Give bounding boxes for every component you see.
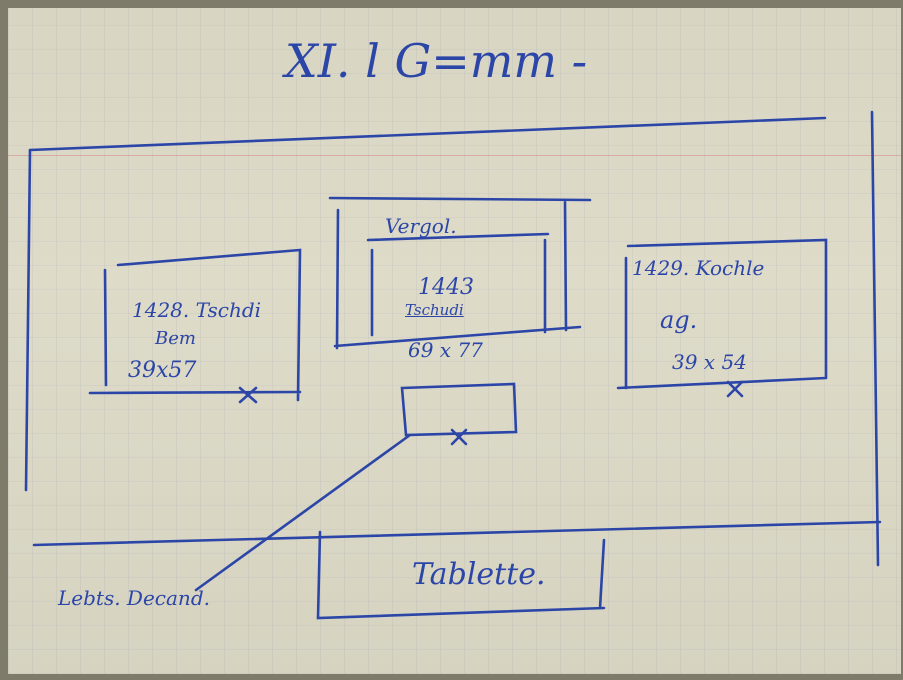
right-frame-label-2: ag. — [660, 308, 697, 332]
left-frame-size: 39x57 — [128, 360, 196, 382]
left-frame-label-2: Bem — [155, 330, 196, 348]
room-floor-line — [34, 522, 880, 545]
pointer-line — [196, 435, 410, 590]
center-frame-header: Vergol. — [385, 216, 457, 236]
left-frame-cross — [240, 388, 256, 402]
room-left-line — [26, 150, 30, 490]
center-frame-outer — [330, 198, 590, 348]
tablette-label: Tablette. — [412, 560, 546, 590]
room-top-line — [30, 118, 825, 150]
page-title: XI. l G=mm - — [285, 38, 587, 84]
center-frame-size: 69 x 77 — [408, 340, 483, 360]
right-frame-size: 39 x 54 — [672, 352, 747, 372]
center-frame-label-1: 1443 — [418, 277, 474, 299]
small-box — [402, 384, 516, 435]
small-box-cross — [452, 430, 466, 444]
right-frame-label-1: 1429. Kochle — [632, 258, 764, 278]
right-frame-cross — [728, 382, 742, 396]
center-frame-label-2: Tschudi — [405, 303, 464, 318]
bottom-left-label: Lebts. Decand. — [58, 588, 210, 608]
left-frame-label-1: 1428. Tschdi — [132, 300, 261, 320]
room-right-line — [872, 112, 878, 565]
